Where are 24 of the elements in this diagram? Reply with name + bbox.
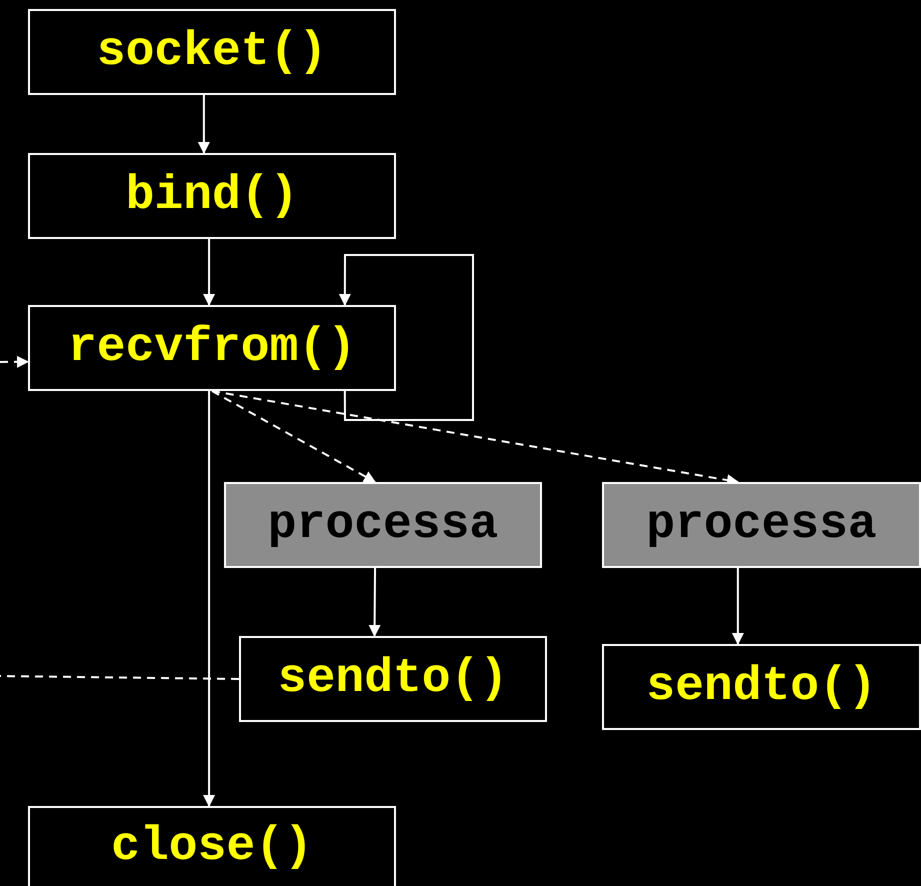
function-box [28, 806, 396, 886]
function-call: bind() [126, 172, 298, 220]
function-call: close() [111, 823, 313, 871]
arrow [368, 568, 381, 637]
process-box [602, 482, 921, 568]
function-box [28, 9, 396, 95]
function-box [28, 153, 396, 239]
function-call: socket() [96, 28, 328, 76]
arrow [203, 239, 216, 306]
function-call: sendto() [278, 655, 508, 703]
dashed-arrow [212, 390, 376, 483]
dashed-arrow [0, 356, 29, 368]
function-box [239, 636, 547, 722]
function-box [28, 305, 396, 391]
function-box [602, 644, 921, 730]
process-label: processa [268, 501, 498, 549]
function-call: sendto() [646, 663, 877, 711]
process-box [224, 482, 542, 568]
arrow [203, 391, 216, 807]
arrow [338, 254, 474, 421]
process-label: processa [646, 501, 877, 549]
arrow [198, 95, 210, 154]
arrow [732, 568, 744, 645]
function-call: recvfrom() [68, 324, 356, 372]
